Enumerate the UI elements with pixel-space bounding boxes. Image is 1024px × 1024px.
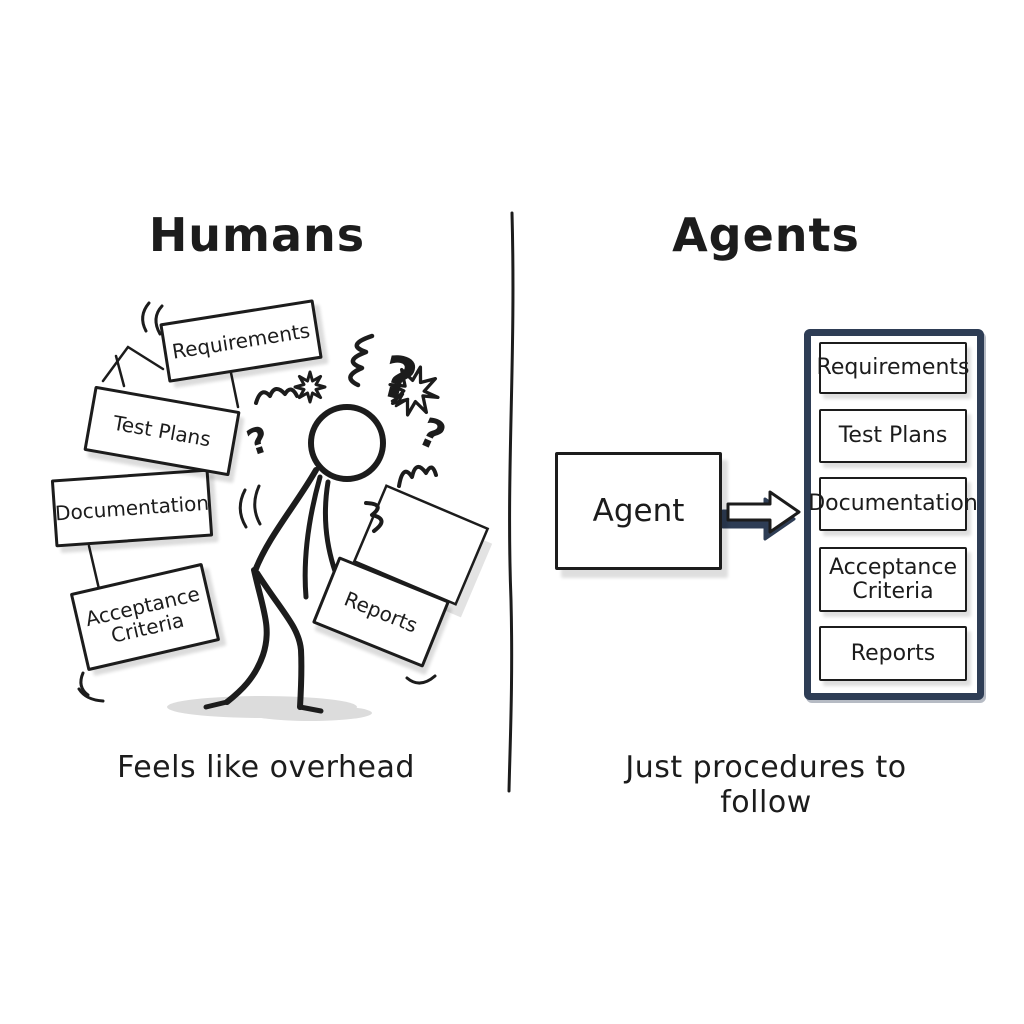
paper-box-label: Requirements	[170, 318, 312, 364]
scribble-icon	[348, 333, 375, 388]
ground-shadow	[167, 696, 372, 721]
agent-box-label: Agent	[592, 493, 685, 529]
blank-card-corner	[101, 345, 165, 383]
paper-box-label: Documentation	[54, 490, 210, 526]
squiggle-icon	[397, 465, 438, 488]
figure-arm-left	[302, 474, 323, 600]
stick-figure	[203, 404, 386, 714]
figure-back-foot	[297, 704, 324, 714]
stack-box-label: Acceptance Criteria	[828, 554, 958, 604]
divider-line	[507, 211, 515, 793]
figure-front-foot	[203, 699, 230, 710]
right-caption: Just procedures to follow	[625, 750, 907, 820]
paper-box-label: Reports	[340, 586, 422, 638]
right-title: Agents	[672, 208, 860, 262]
arrow-icon	[721, 490, 801, 541]
stack-box-test-plans: Test Plans	[819, 409, 967, 463]
left-caption: Feels like overhead	[117, 750, 415, 785]
stack-box-label: Test Plans	[838, 423, 948, 449]
figure-back-leg	[254, 570, 305, 710]
squiggle-icon	[364, 501, 384, 533]
figure-front-leg	[224, 567, 270, 705]
paper-box-documentation: Documentation	[50, 468, 214, 548]
question-mark-icon: ?	[412, 409, 452, 460]
figure-spine	[252, 467, 319, 574]
figure-head	[308, 404, 386, 482]
question-mark-icon: ?	[242, 419, 275, 464]
stack-box-reports: Reports	[819, 626, 967, 681]
stack-box-acceptance-criteria: Acceptance Criteria	[819, 547, 967, 612]
agent-box: Agent	[555, 452, 722, 570]
burst-icon	[388, 365, 440, 417]
stack-box-requirements: Requirements	[816, 342, 970, 394]
stack-box-label: Reports	[850, 640, 936, 666]
paper-connectors	[87, 354, 240, 591]
left-title: Humans	[148, 208, 366, 262]
motion-arcs	[77, 301, 437, 703]
stack-box-label: Documentation	[808, 491, 978, 517]
stack-box-documentation: Documentation	[808, 477, 978, 531]
paper-box-label: Acceptance Criteria	[83, 581, 202, 648]
lightning-icon	[390, 392, 410, 408]
paper-box-label: Test Plans	[111, 410, 213, 452]
burst-icon	[293, 370, 327, 404]
stack-box-label: Requirements	[816, 355, 970, 381]
squiggle-icon	[254, 387, 299, 405]
